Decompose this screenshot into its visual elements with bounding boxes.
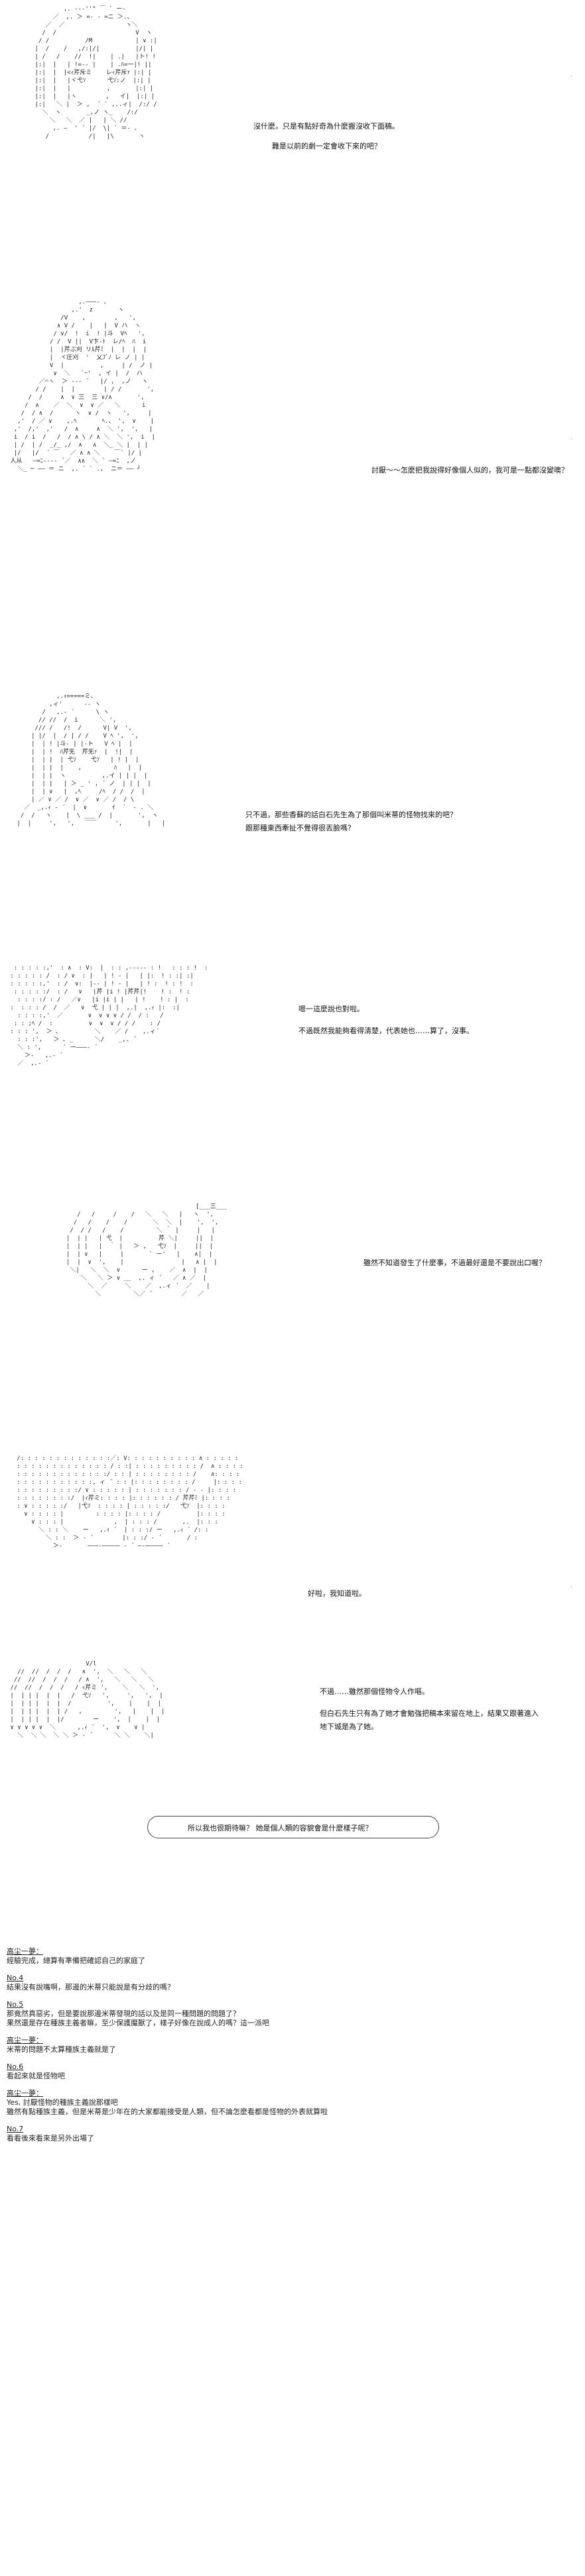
comment-text: 結果沒有說嘴啊，那邊的米蒂只能說是有分歧的嗎？ [7,1983,174,1991]
comment-entry: No.6 看起來就是怪物吧 [7,2062,577,2081]
comment-author: No.7 [7,2125,24,2133]
dialogue-line: 只不過，那些香蘇的話白石先生為了那個叫米蒂的怪物找來的吧？ [245,811,457,819]
dialogue-line: 但白石先生只有為了她才會勉強把稿本來留在地上，結果又跟著進入 [320,1709,539,1718]
comment-entry: 高尘一夢： 米蒂的問題不太算種族主義就是了 [7,2036,577,2054]
dialogue-line: 沒什麼。只是有點好奇為什麼搬沒收下面稿。 [253,122,399,131]
dialogue-line: 嗯一這麼說也對啦。 [298,1005,364,1013]
ascii-art-character: ,.―――- 、 ,.' z ヽ /V , , ', ∧ V / | | V ハ… [10,299,155,473]
comment-entry: No.5 那竟然真惡劣，但是要說那邊米蒂發現的話以及是同一種問題的問題了？ 果然… [7,2000,577,2028]
dialogue-line: 難是以前的劇一定會收下來的吧？ [272,142,381,150]
comment-author: No.6 [7,2062,24,2071]
scroll-dots: · [570,73,573,80]
dialogue-line: 不過……雖然那個怪物令人作嘔。 [320,1687,429,1696]
comment-author: 高尘一夢： [7,1947,43,1956]
scroll-dots: · [570,436,573,443]
comment-author: No.4 [7,1974,24,1982]
comment-entry: No.7 看看後來看來是另外出場了 [7,2125,577,2143]
ascii-art-character: V/l // // / / / ∧ ', ＼ ＼ ＼ // // / / / /… [10,1661,165,1739]
dialogue-line: 好啦，我知道啦。 [308,1589,366,1598]
dialogue-line: 討厭～～怎麼把我說得好像個人似的，我可是一點都沒變噢？ [371,466,568,475]
comment-entry: 高尘一夢： 經驗完成，總算有準備把確認自己的家庭了 [7,1947,577,1966]
ascii-art-character: ,. --‐''" ￣ ` ー- ／ ,. ＞ =‐ - =ニ ＞.、 ／ ／ … [34,6,157,140]
ascii-art-character: /: : : : : : : : : : : : :／: V: : : : : … [17,1455,243,1549]
comment-author: No.5 [7,2000,24,2009]
panel-5: [___三___ / / / / ＼ ＼ | ヽ ', / / / / ＼ ＼ … [0,1200,585,1438]
ascii-art-character: : : : : :,' : ∧ : V: | : : ,-‐‐‐- : ! : … [10,965,208,1067]
panel-2: ,.―――- 、 ,.' z ヽ /V , , ', ∧ V / | | V ハ… [0,252,585,623]
panel-6: /: : : : : : : : : : : : :／: V: : : : : … [0,1451,585,1663]
ascii-art-character: ,.ｨ=====ミ、 ,ィ' -‐ ヽ / ,.- ´ \ ヽ // // / … [17,693,166,827]
scroll-dots: · [570,1584,573,1591]
comment-text: 那竟然真惡劣，但是要說那邊米蒂發現的話以及是同一種問題的問題了？ 果然還是存在種… [7,2009,269,2027]
panel-7: V/l // // / / / ∧ ', ＼ ＼ ＼ // // / / / /… [0,1657,585,1809]
panel-3: ,.ｨ=====ミ、 ,ィ' -‐ ヽ / ,.- ´ \ ヽ // // / … [0,689,585,948]
comment-log: 高尘一夢： 經驗完成，總算有準備把確認自己的家庭了 No.4 結果沒有說嘴啊，那… [7,1947,577,2151]
dialogue-line: 地下城是為了她。 [320,1722,378,1731]
comment-text: 看起來就是怪物吧 [7,2072,65,2080]
panel-4: : : : : :,' : ∧ : V: | : : ,-‐‐‐- : ! : … [0,961,585,1180]
comment-author: 高尘一夢： [7,2036,43,2044]
comment-entry: No.4 結果沒有說嘴啊，那邊的米蒂只能說是有分歧的嗎？ [7,1974,577,1992]
speech-bubble-text: 所以我也很期待嘛？ 她是個人類的容貌會是什麼樣子呢？ [188,1824,373,1832]
panel-1: ,. --‐''" ￣ ` ー- ／ ,. ＞ =‐ - =ニ ＞.、 ／ ／ … [0,0,585,202]
dialogue-line: 跟那種東西牽扯不覺得很丟臉嗎？ [245,824,355,832]
comment-entry: 高尘一夢： Yes, 討厭怪物的種族主義說那樣吧 雖然有點種族主義，但是米蒂是少… [7,2089,577,2117]
ascii-art-character: [___三___ / / / / ＼ ＼ | ヽ ', / / / / ＼ ＼ … [66,1204,227,1298]
comment-text: 米蒂的問題不太算種族主義就是了 [7,2045,116,2054]
speech-bubble: 所以我也很期待嘛？ 她是個人類的容貌會是什麼樣子呢？ [147,1816,439,1838]
comment-text: 看看後來看來是另外出場了 [7,2134,94,2143]
dialogue-line: 不過既然我能夠看得清楚，代表她也……算了，沒事。 [298,1027,474,1035]
comment-author: 高尘一夢： [7,2089,43,2098]
comment-text: Yes, 討厭怪物的種族主義說那樣吧 雖然有點種族主義，但是米蒂是少年在的大家都… [7,2098,328,2116]
dialogue-line: 雖然不知道發生了什麼事，不過最好還是不要說出口喔？ [363,1259,546,1267]
comment-text: 經驗完成，總算有準備把確認自己的家庭了 [7,1956,145,1965]
